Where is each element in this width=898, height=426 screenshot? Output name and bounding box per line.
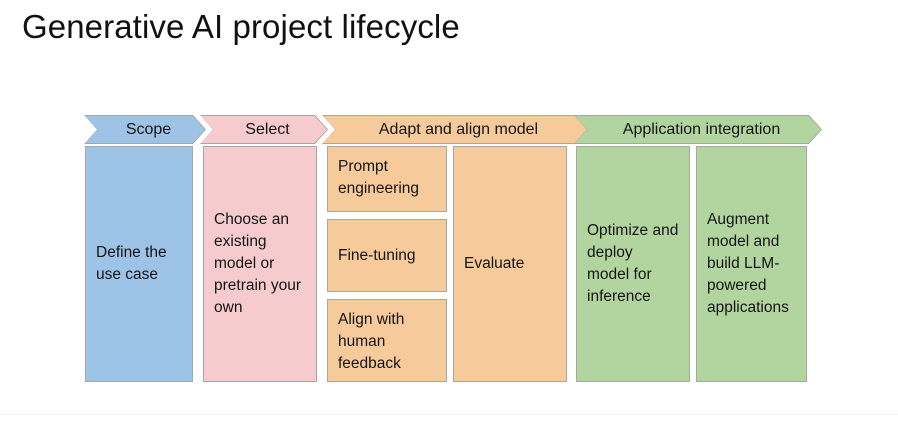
box-optimize-and-deploy[interactable]: Optimize and deploy model for inference xyxy=(576,146,690,382)
box-fine-tuning-label: Fine-tuning xyxy=(338,246,416,264)
stage-header-application-integration[interactable]: Application integration xyxy=(574,115,822,144)
stage-header-adapt-and-align-model[interactable]: Adapt and align model xyxy=(322,115,588,144)
box-prompt-engineering[interactable]: Prompt engineering xyxy=(327,146,447,212)
box-align-with-human-feedback-label: Align with human feedback xyxy=(338,311,405,372)
box-evaluate-label: Evaluate xyxy=(464,255,525,272)
box-define-the-use-case[interactable]: Define the use case xyxy=(85,146,193,382)
stage-header-scope[interactable]: Scope xyxy=(84,115,206,144)
box-fine-tuning[interactable]: Fine-tuning xyxy=(327,219,447,292)
box-augment-model-label: Augment model and build LLM-powered appl… xyxy=(707,211,789,316)
box-augment-model[interactable]: Augment model and build LLM-powered appl… xyxy=(696,146,807,382)
box-evaluate[interactable]: Evaluate xyxy=(453,146,567,382)
box-choose-model[interactable]: Choose an existing model or pretrain you… xyxy=(203,146,317,382)
stage-header-select-label-wrap: Select xyxy=(201,116,327,143)
box-define-the-use-case-label: Define the use case xyxy=(96,244,167,283)
stage-header-adapt-label-wrap: Adapt and align model xyxy=(323,116,587,143)
stage-header-application-label: Application integration xyxy=(622,120,781,138)
page-title: Generative AI project lifecycle xyxy=(22,8,460,45)
stage-header-application-label-wrap: Application integration xyxy=(575,116,821,143)
bottom-divider xyxy=(0,414,898,415)
stage-header-adapt-label: Adapt and align model xyxy=(378,120,539,138)
stage-header-scope-label: Scope xyxy=(125,120,172,138)
box-choose-model-label: Choose an existing model or pretrain you… xyxy=(214,211,302,316)
stage-header-select-label: Select xyxy=(245,120,290,138)
box-prompt-engineering-label: Prompt engineering xyxy=(338,158,420,197)
box-optimize-and-deploy-label: Optimize and deploy model for inference xyxy=(587,222,679,305)
box-align-with-human-feedback[interactable]: Align with human feedback xyxy=(327,299,447,382)
stage-header-select[interactable]: Select xyxy=(200,115,328,144)
stage-header-scope-label-wrap: Scope xyxy=(85,116,205,143)
